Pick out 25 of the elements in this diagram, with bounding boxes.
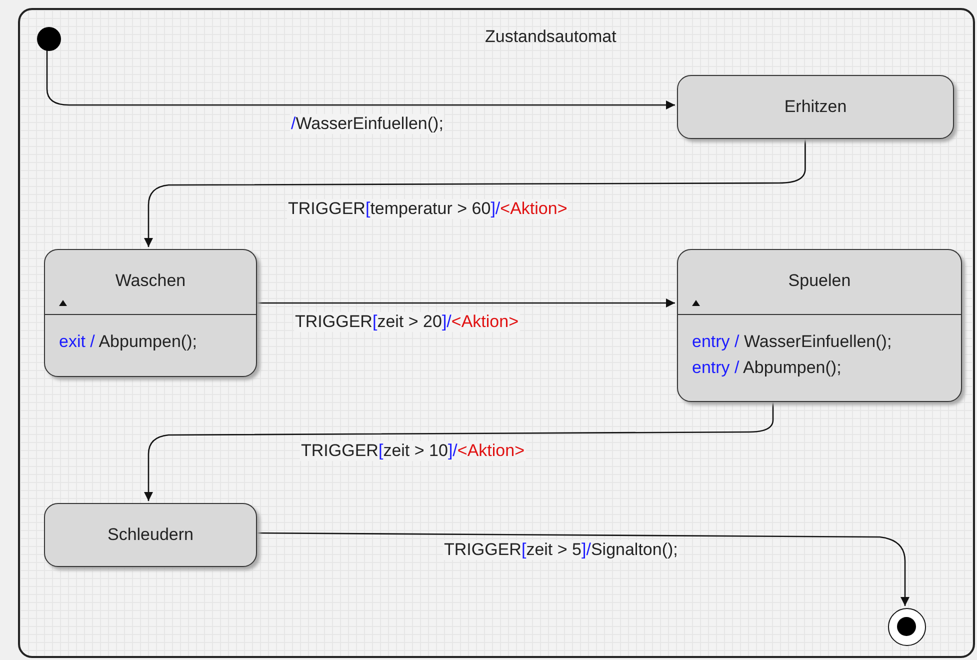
- transition-arrow: [255, 532, 910, 606]
- state-machine-frame: [18, 8, 975, 658]
- transition-arrow: [46, 49, 675, 110]
- initial-state: [37, 27, 61, 51]
- state-name: Erhitzen: [783, 97, 848, 117]
- edge-label: TRIGGER[zeit > 5]/Signalton();: [443, 540, 679, 560]
- state-action: entry / WasserEinfuellen();: [692, 332, 892, 352]
- state-box: [677, 249, 962, 402]
- state-box: [44, 249, 257, 377]
- transition-arrow: [144, 137, 806, 247]
- transition-arrow: [144, 400, 774, 501]
- edge-label: TRIGGER[temperatur > 60]/<Aktion>: [287, 199, 568, 219]
- state-machine-name: Zustandsautomat: [485, 27, 616, 47]
- state-name: Waschen: [114, 271, 187, 291]
- edge-label: TRIGGER[zeit > 10]/<Aktion>: [300, 441, 526, 461]
- state-box: [44, 503, 257, 567]
- state-action: entry / Abpumpen();: [692, 358, 842, 378]
- edge-label: TRIGGER[zeit > 20]/<Aktion>: [294, 312, 520, 332]
- state-name: Spuelen: [787, 271, 852, 291]
- final-state: [888, 608, 926, 646]
- state-action: exit / Abpumpen();: [59, 332, 197, 352]
- state-box: [677, 75, 954, 139]
- state-name: Schleudern: [106, 525, 194, 545]
- transition-arrow: [255, 298, 675, 308]
- edge-label: /WasserEinfuellen();: [290, 114, 444, 134]
